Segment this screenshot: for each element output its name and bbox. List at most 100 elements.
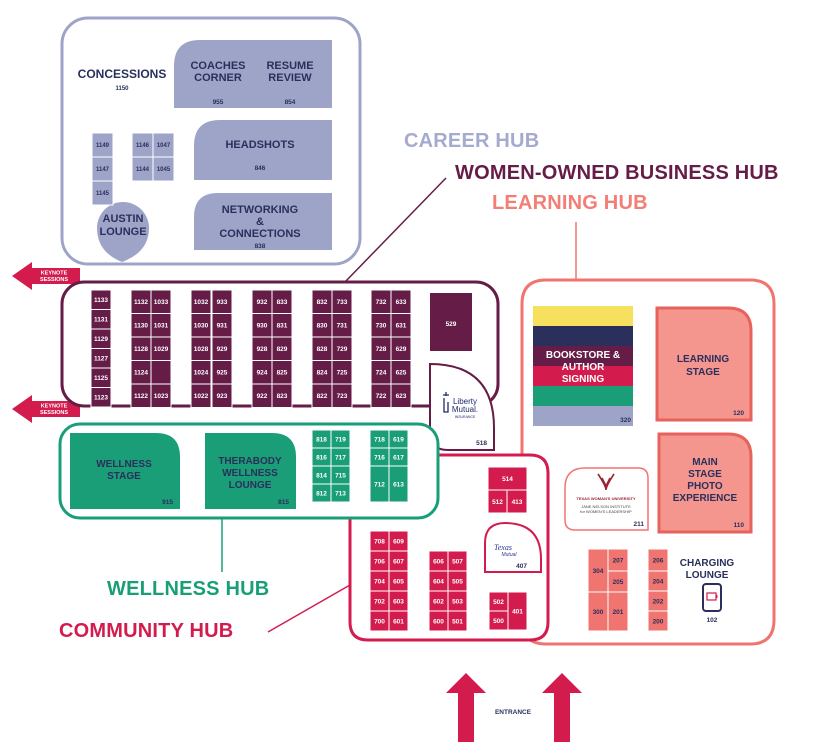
booth-609[interactable]: 609 [388, 530, 409, 552]
booth-730[interactable]: 730 [370, 313, 392, 338]
booth-1132[interactable]: 1132 [130, 289, 152, 314]
booth-1144[interactable]: 1144 [131, 156, 154, 182]
booth-933[interactable]: 933 [211, 289, 233, 314]
booth-201[interactable]: 201 [607, 591, 629, 632]
booth-1149[interactable]: 1149 [91, 132, 114, 158]
booth-930[interactable]: 930 [251, 313, 273, 338]
booth-1133[interactable]: 1133 [90, 289, 112, 310]
booth-1146[interactable]: 1146 [131, 132, 154, 158]
headshots-area[interactable] [194, 120, 332, 180]
bookstore-booth[interactable]: BOOKSTORE & AUTHOR SIGNING 320 [533, 306, 633, 426]
booth-1131[interactable]: 1131 [90, 309, 112, 330]
booth-1022[interactable]: 1022 [190, 383, 212, 408]
booth-718[interactable]: 718 [369, 429, 390, 449]
booth-1045[interactable]: 1045 [152, 156, 175, 182]
booth-828[interactable]: 828 [311, 336, 333, 361]
booth-1125[interactable]: 1125 [90, 367, 112, 388]
booth-617[interactable]: 617 [388, 447, 409, 467]
booth-631[interactable]: 631 [390, 313, 412, 338]
booth-706[interactable]: 706 [369, 550, 390, 572]
booth-605[interactable]: 605 [388, 570, 409, 592]
booth-401[interactable]: 401 [507, 591, 528, 631]
booth-733[interactable]: 733 [331, 289, 353, 314]
booth-702[interactable]: 702 [369, 590, 390, 612]
booth-925[interactable]: 925 [211, 360, 233, 385]
entrance-arrow-right[interactable] [542, 673, 582, 742]
booth-1122[interactable]: 1122 [130, 383, 152, 408]
booth-1047[interactable]: 1047 [152, 132, 175, 158]
booth-823[interactable]: 823 [271, 383, 293, 408]
booth-725[interactable]: 725 [331, 360, 353, 385]
booth-1033[interactable]: 1033 [150, 289, 172, 314]
booth-822[interactable]: 822 [311, 383, 333, 408]
booth-607[interactable]: 607 [388, 550, 409, 572]
booth-606[interactable]: 606 [428, 550, 449, 572]
booth-413[interactable]: 413 [506, 489, 528, 514]
booth-512[interactable]: 512 [487, 489, 508, 514]
booth-1030[interactable]: 1030 [190, 313, 212, 338]
booth-1128[interactable]: 1128 [130, 336, 152, 361]
booth-816[interactable]: 816 [311, 447, 332, 467]
booth-206[interactable]: 206 [647, 548, 669, 572]
booth-1032[interactable]: 1032 [190, 289, 212, 314]
booth-600[interactable]: 600 [428, 610, 449, 632]
entrance-arrow-left[interactable] [446, 673, 486, 742]
booth-732[interactable]: 732 [370, 289, 392, 314]
booth-507[interactable]: 507 [447, 550, 468, 572]
booth-1145[interactable]: 1145 [91, 180, 114, 206]
booth-928[interactable]: 928 [251, 336, 273, 361]
booth-1124[interactable]: 1124 [130, 360, 152, 385]
booth-204[interactable]: 204 [647, 570, 669, 592]
booth-724[interactable]: 724 [370, 360, 392, 385]
booth-207[interactable]: 207 [607, 548, 629, 572]
learning-stage[interactable]: LEARNING STAGE 120 [655, 306, 753, 422]
booth-500[interactable]: 500 [488, 610, 509, 631]
booth-713[interactable]: 713 [330, 483, 351, 503]
booth-825[interactable]: 825 [271, 360, 293, 385]
booth-1028[interactable]: 1028 [190, 336, 212, 361]
booth-619[interactable]: 619 [388, 429, 409, 449]
booth-[interactable] [150, 360, 172, 385]
booth-824[interactable]: 824 [311, 360, 333, 385]
booth-1127[interactable]: 1127 [90, 348, 112, 369]
booth-1130[interactable]: 1130 [130, 313, 152, 338]
booth-832[interactable]: 832 [311, 289, 333, 314]
booth-1024[interactable]: 1024 [190, 360, 212, 385]
booth-629[interactable]: 629 [390, 336, 412, 361]
wellness-stage[interactable]: WELLNESS STAGE 915 [70, 433, 180, 509]
booth-625[interactable]: 625 [390, 360, 412, 385]
booth-831[interactable]: 831 [271, 313, 293, 338]
booth-304[interactable]: 304 [587, 548, 609, 593]
booth-202[interactable]: 202 [647, 590, 669, 612]
booth-729[interactable]: 729 [331, 336, 353, 361]
booth-922[interactable]: 922 [251, 383, 273, 408]
booth-833[interactable]: 833 [271, 289, 293, 314]
booth-924[interactable]: 924 [251, 360, 273, 385]
booth-712[interactable]: 712 [369, 465, 390, 503]
booth-604[interactable]: 604 [428, 570, 449, 592]
booth-704[interactable]: 704 [369, 570, 390, 592]
booth-1029[interactable]: 1029 [150, 336, 172, 361]
booth-501[interactable]: 501 [447, 610, 468, 632]
booth-708[interactable]: 708 [369, 530, 390, 552]
booth-1129[interactable]: 1129 [90, 328, 112, 349]
networking-area[interactable] [194, 193, 332, 250]
coaches-resume-area[interactable] [174, 40, 332, 108]
keynote-arrow-lower[interactable]: KEYNOTE SESSIONS [12, 395, 80, 423]
austin-lounge-area[interactable] [97, 202, 149, 262]
booth-300[interactable]: 300 [587, 591, 609, 632]
booth-502[interactable]: 502 [488, 591, 509, 612]
booth-715[interactable]: 715 [330, 465, 351, 485]
booth-603[interactable]: 603 [388, 590, 409, 612]
booth-719[interactable]: 719 [330, 429, 351, 449]
booth-1147[interactable]: 1147 [91, 156, 114, 182]
booth-1023[interactable]: 1023 [150, 383, 172, 408]
therabody-lounge[interactable]: THERABODY WELLNESS LOUNGE 815 [205, 433, 296, 509]
keynote-arrow-upper[interactable]: KEYNOTE SESSIONS [12, 262, 80, 290]
booth-529[interactable] [430, 293, 472, 351]
booth-830[interactable]: 830 [311, 313, 333, 338]
booth-923[interactable]: 923 [211, 383, 233, 408]
booth-700[interactable]: 700 [369, 610, 390, 632]
booth-932[interactable]: 932 [251, 289, 273, 314]
booth-623[interactable]: 623 [390, 383, 412, 408]
